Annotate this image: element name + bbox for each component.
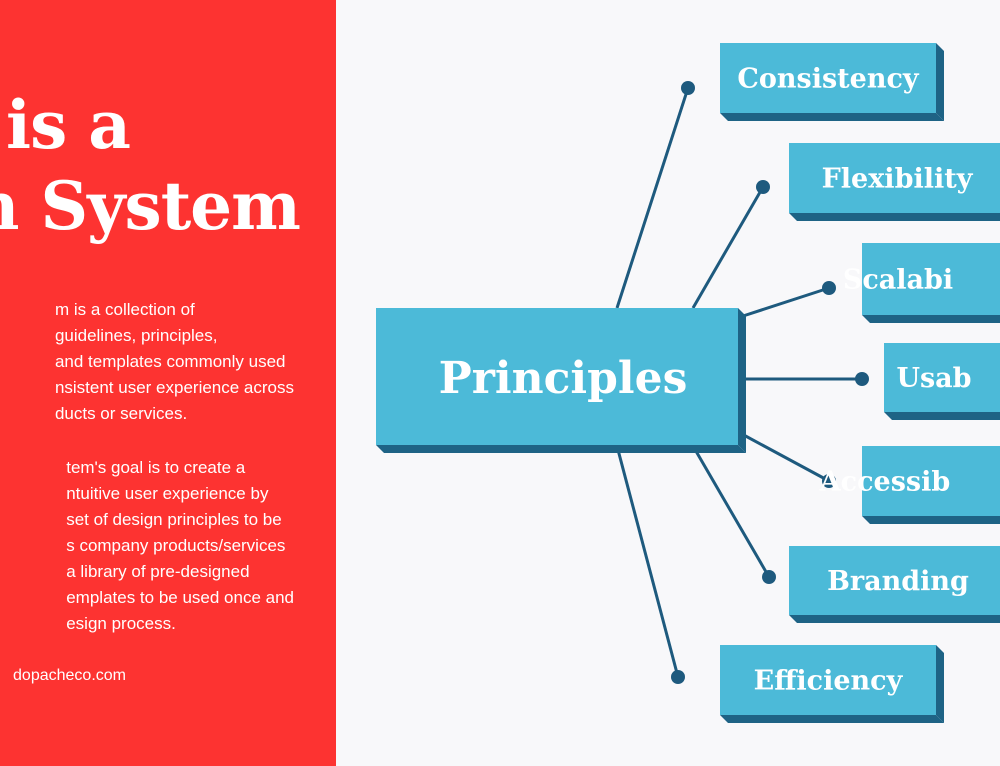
box-side (936, 43, 944, 121)
description-paragraph-1: m is a collection of guidelines, princip… (55, 297, 294, 427)
principle-box: Accessib (819, 446, 1000, 524)
page-title-line-2: gn System (0, 167, 301, 245)
box-face (789, 546, 1000, 615)
principle-label: Flexibility (822, 164, 974, 195)
description-line: set of design principles to be (66, 510, 282, 529)
center-label: Principles (439, 353, 688, 404)
box-bottom (789, 213, 1000, 221)
connector-dot (756, 180, 770, 194)
description-line: s company products/services (66, 536, 286, 555)
description-line: emplates to be used once and (66, 588, 294, 607)
connector-line (615, 445, 680, 678)
principle-box: Flexibility (789, 143, 1000, 221)
box-side (936, 645, 944, 723)
intro-panel: t is a gn System m is a collection of gu… (0, 0, 336, 766)
box-face (720, 43, 936, 113)
principle-label: Consistency (737, 64, 920, 95)
page-title-line-1: t is a (0, 86, 131, 164)
description-line: ntuitive user experience by (66, 484, 269, 503)
connector-dot (855, 372, 869, 386)
center-node: Principles (376, 308, 746, 453)
box-face (720, 645, 936, 715)
description-paragraph-2: tem's goal is to create a ntuitive user … (66, 455, 294, 637)
box-bottom (376, 445, 746, 453)
box-face (376, 308, 738, 445)
principle-box: Scalabi (843, 243, 1000, 323)
connector-dot (822, 474, 836, 488)
principle-label: Scalabi (843, 265, 953, 296)
box-face (789, 143, 1000, 213)
connector-dot (671, 670, 685, 684)
website-link[interactable]: dopacheco.com (13, 667, 126, 684)
connector-line (615, 87, 690, 309)
box-bottom (789, 615, 1000, 623)
principle-label: Usab (896, 363, 971, 394)
principle-label: Accessib (819, 467, 951, 498)
connector-line (739, 431, 830, 483)
description-line: ducts or services. (54, 404, 188, 423)
description-line: esign process. (66, 614, 176, 633)
box-face (862, 446, 1000, 516)
description-line: tem's goal is to create a (66, 458, 246, 477)
box-bottom (720, 715, 944, 723)
description-line: m is a collection of (54, 300, 195, 319)
connector-dot (681, 81, 695, 95)
connector-dot (762, 570, 776, 584)
connectors (615, 81, 869, 684)
principle-box: Usab (884, 343, 1000, 420)
principle-label: Branding (827, 566, 969, 597)
principle-box: Branding (789, 546, 1000, 623)
box-face (884, 343, 1000, 412)
principle-boxes: ConsistencyFlexibilityScalabiUsabAccessi… (720, 43, 1000, 723)
box-bottom (862, 315, 1000, 323)
description-line: nsistent user experience across (54, 378, 294, 397)
connector-dot (822, 281, 836, 295)
box-face (862, 243, 1000, 315)
description-line: guidelines, principles, (54, 326, 218, 345)
principle-label: Efficiency (754, 666, 904, 697)
description-line: a library of pre-designed (66, 562, 250, 581)
box-bottom (884, 412, 1000, 420)
box-side (738, 308, 746, 453)
connector-line (739, 286, 830, 319)
box-bottom (720, 113, 944, 121)
connector-line (691, 445, 771, 578)
principle-box: Consistency (720, 43, 944, 121)
connector-line (691, 186, 765, 309)
principle-box: Efficiency (720, 645, 944, 723)
description-line: and templates commonly used (54, 352, 286, 371)
box-bottom (862, 516, 1000, 524)
